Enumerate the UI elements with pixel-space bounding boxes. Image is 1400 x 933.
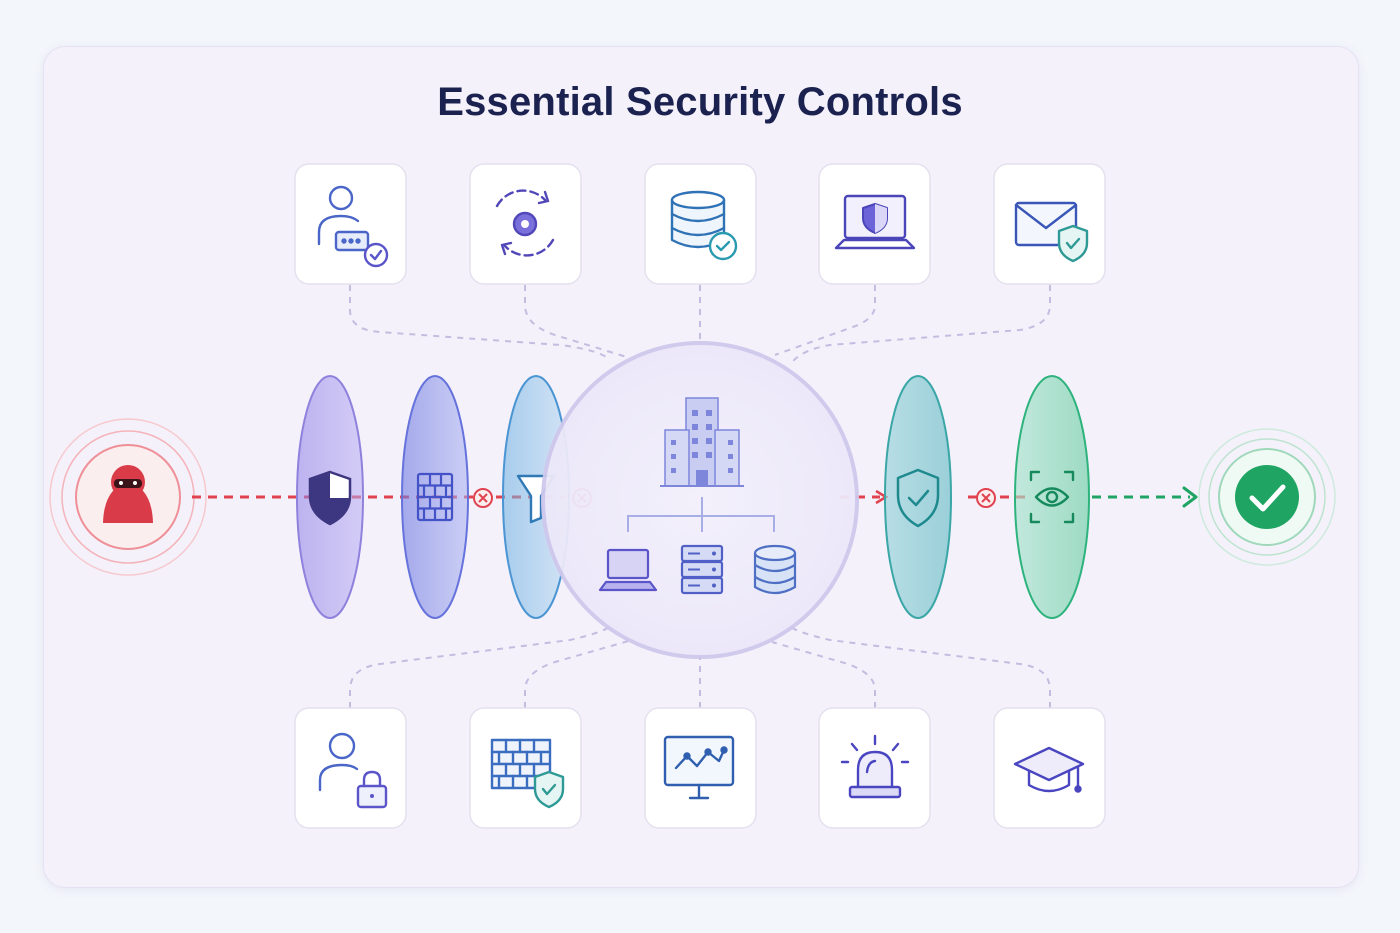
safe-destination [1198,428,1336,566]
server-icon [680,544,724,595]
connector-bottom-1 [349,624,613,708]
connector-bottom-2 [524,639,633,708]
control-card-endpoint[interactable] [818,163,931,285]
protected-network-hub [541,341,859,659]
database-icon [753,544,797,595]
monitor-chart-icon [663,735,735,800]
hub-tree-lines [627,497,775,532]
check-circle-icon [1235,465,1299,529]
control-card-incident-response[interactable] [818,707,931,829]
connector-top-2 [524,285,631,359]
control-card-training[interactable] [993,707,1106,829]
layer-monitoring [1014,375,1090,619]
blocked-marker [473,488,493,508]
user-credential-check-icon [317,185,389,268]
mail-shield-icon [1014,201,1089,263]
blocked-marker [976,488,996,508]
laptop-shield-icon [834,194,916,250]
bottom-connectors [349,624,1051,708]
user-lock-icon [318,732,388,809]
shield-check-icon [896,468,940,528]
control-card-patching[interactable] [469,163,582,285]
connector-top-5 [789,285,1051,366]
connector-bottom-4 [771,641,876,708]
threat-source [49,418,207,576]
layer-endpoint-shield [296,375,364,619]
database-check-icon [670,190,738,261]
laptop-icon [598,548,658,592]
control-card-access-control[interactable] [294,707,407,829]
control-card-monitoring[interactable] [644,707,757,829]
eye-scan-icon [1029,470,1075,524]
top-connectors [349,285,1051,366]
sync-gear-icon [495,189,555,257]
connector-bottom-5 [787,624,1051,708]
control-card-identity[interactable] [294,163,407,285]
building-icon [660,397,744,487]
control-card-network-firewall[interactable] [469,707,582,829]
hacker-icon [103,465,153,523]
control-card-backup[interactable] [644,163,757,285]
connector-top-4 [774,285,876,356]
safe-arrow-head [1182,486,1198,508]
connector-top-1 [349,285,611,361]
graduation-cap-icon [1013,746,1085,793]
firewall-brick-icon [416,472,454,522]
firewall-shield-icon [490,738,565,809]
layer-access-shield [884,375,952,619]
diagram-title: Essential Security Controls [437,80,963,124]
control-card-email[interactable] [993,163,1106,285]
layer-firewall [401,375,469,619]
alarm-light-icon [840,734,910,799]
shield-icon [308,470,352,526]
